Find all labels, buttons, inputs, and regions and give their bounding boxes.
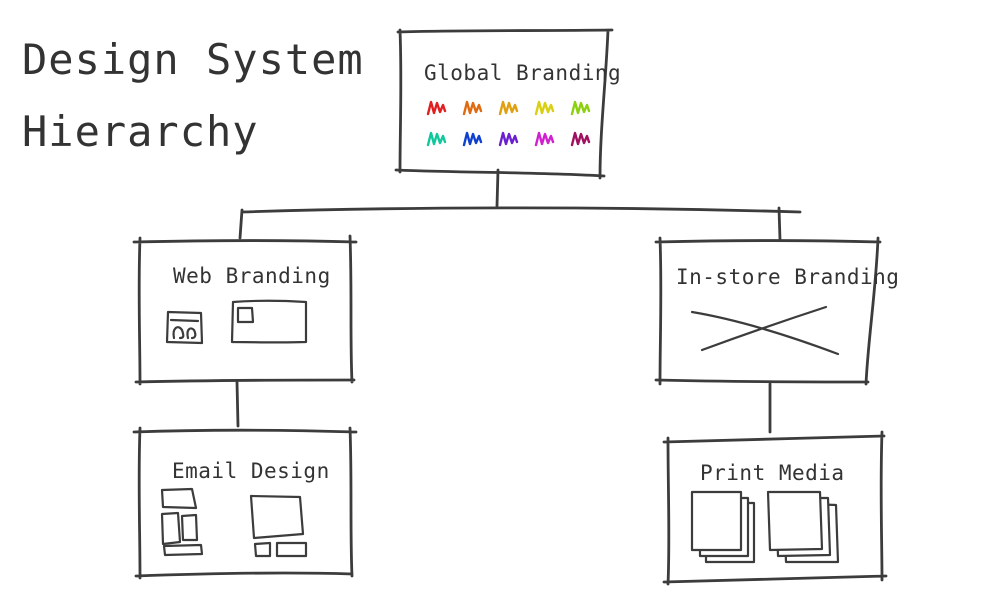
node-print-media[interactable]: Print Media <box>662 430 888 586</box>
palette-swatch <box>462 131 483 147</box>
node-print-media-label: Print Media <box>700 461 845 485</box>
node-web-branding[interactable]: Web Branding <box>132 234 358 386</box>
diagram-title-line-1: Design System <box>22 35 364 84</box>
connector-bar-right-tick <box>777 206 782 242</box>
placeholder-cross-icon <box>690 305 840 356</box>
paper-stack-right-icon <box>766 490 840 564</box>
palette-swatch <box>498 131 519 147</box>
node-instore-branding[interactable]: In-store Branding <box>654 236 899 386</box>
palette-swatch <box>426 131 447 147</box>
palette-swatch <box>426 100 447 116</box>
node-web-branding-label: Web Branding <box>173 264 331 288</box>
node-global-branding[interactable]: Global Branding <box>394 28 621 180</box>
palette-swatch <box>462 100 483 116</box>
connector-web-to-email <box>235 380 240 428</box>
diagram-title-line-2: Hierarchy <box>22 107 259 156</box>
palette-swatch <box>498 100 519 116</box>
node-email-design-box <box>132 426 358 580</box>
node-print-media-box <box>662 430 888 586</box>
node-instore-branding-label: In-store Branding <box>676 265 899 289</box>
node-global-branding-box <box>394 28 614 180</box>
color-palette <box>426 100 591 147</box>
palette-swatch <box>534 100 555 116</box>
email-layout-blocks-right <box>249 494 308 558</box>
connector-global-stem <box>495 168 500 208</box>
node-email-design[interactable]: Email Design <box>132 426 358 580</box>
node-instore-branding-box <box>654 236 882 386</box>
node-web-branding-box <box>132 234 358 386</box>
node-email-design-label: Email Design <box>172 459 330 483</box>
palette-swatch <box>534 131 555 147</box>
palette-swatch <box>570 131 591 147</box>
connector-bar-left-tick <box>238 208 244 240</box>
email-layout-blocks-left <box>160 487 204 557</box>
palette-swatch <box>570 100 591 116</box>
connectors <box>235 168 802 434</box>
node-global-branding-label: Global Branding <box>424 61 621 85</box>
phone-icon <box>165 310 204 345</box>
connector-horizontal-bar <box>240 206 802 214</box>
paper-stack-left-icon <box>690 490 756 564</box>
browser-window-icon <box>230 299 308 344</box>
